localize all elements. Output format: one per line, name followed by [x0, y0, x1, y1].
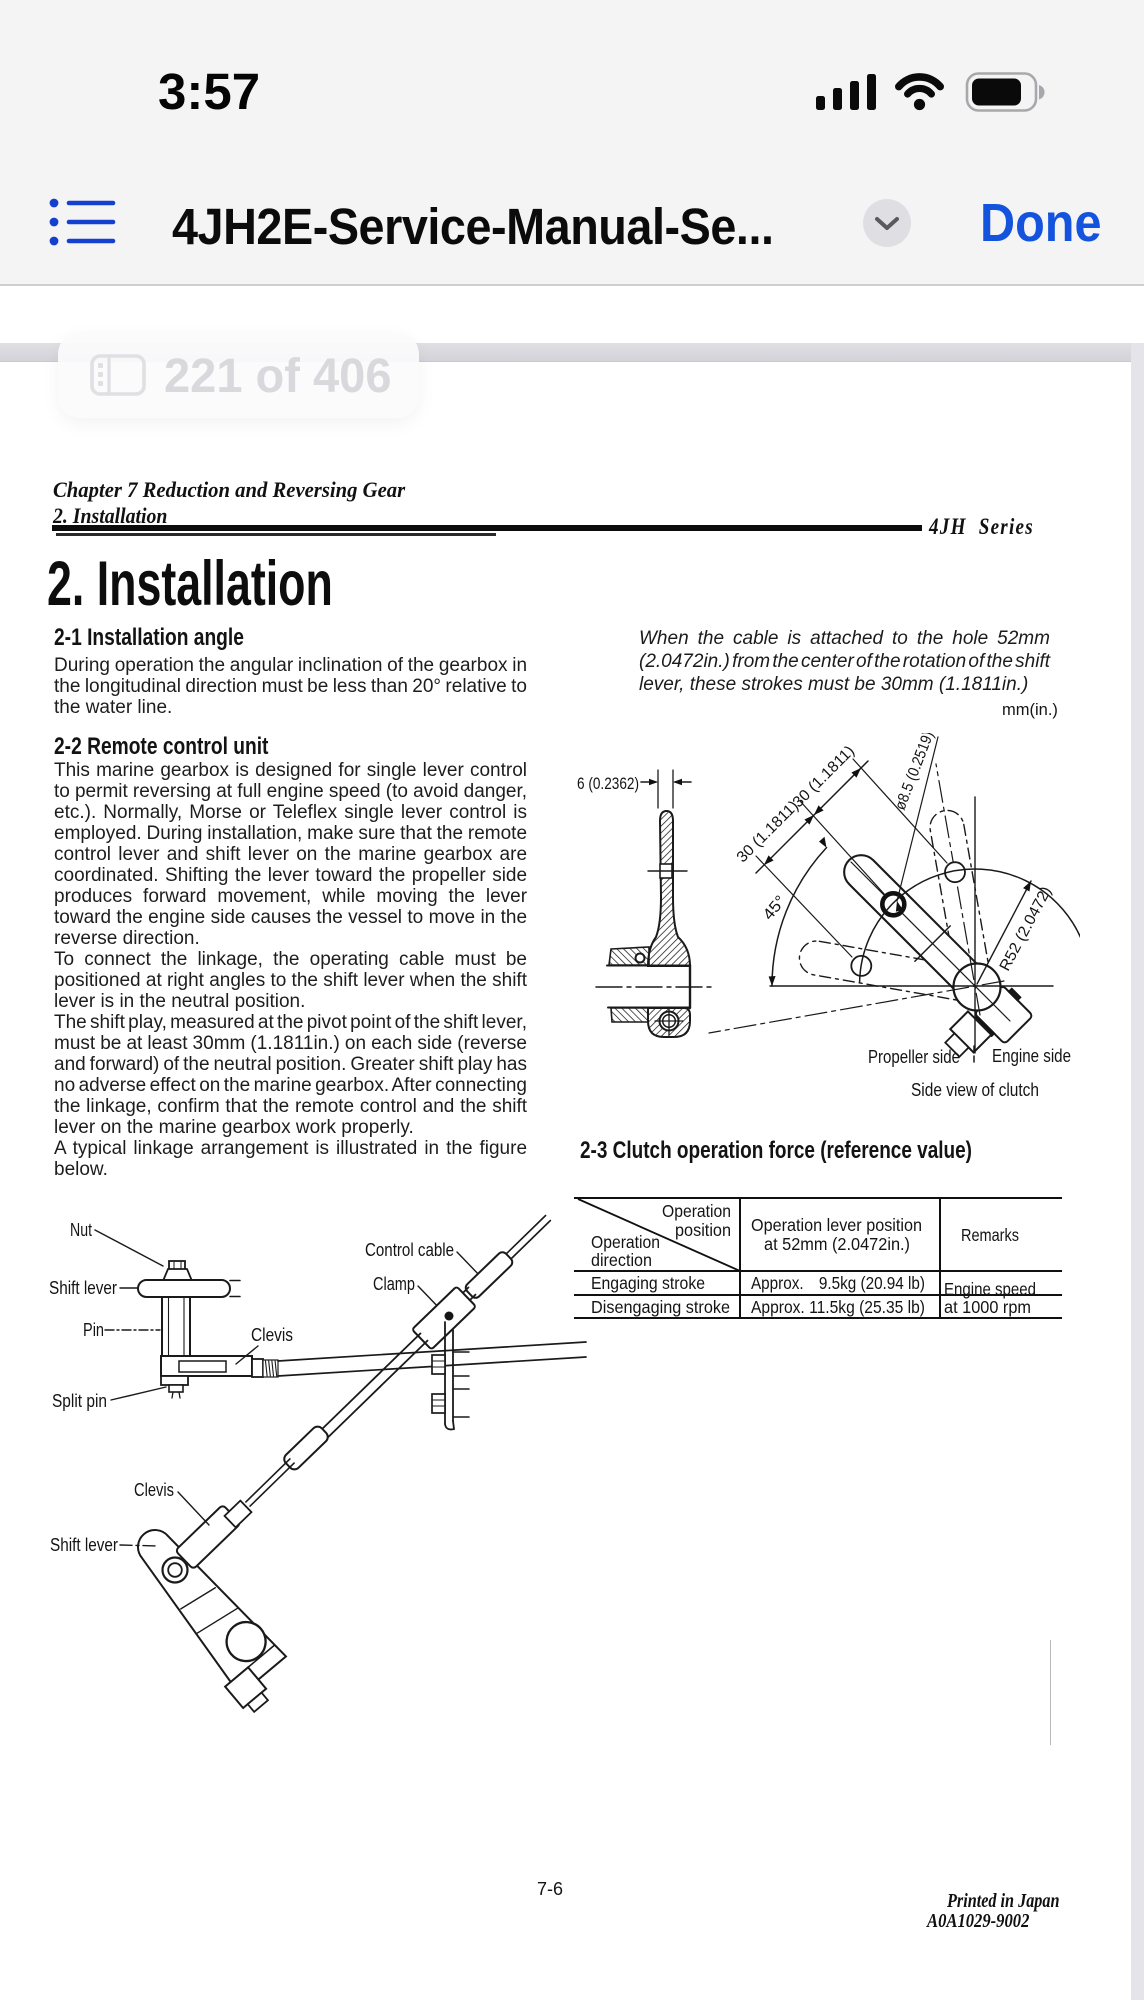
svg-text:30 (1.1811): 30 (1.1811): [734, 798, 803, 867]
svg-text:6 (0.2362): 6 (0.2362): [577, 775, 639, 793]
svg-text:Clevis: Clevis: [251, 1325, 293, 1345]
svg-text:Operation lever position: Operation lever position: [751, 1215, 922, 1235]
svg-text:Clevis: Clevis: [134, 1480, 174, 1500]
svg-text:Pin: Pin: [83, 1320, 104, 1340]
svg-text:Engaging stroke: Engaging stroke: [591, 1273, 705, 1293]
svg-text:Remarks: Remarks: [961, 1225, 1019, 1245]
svg-text:Control cable: Control cable: [365, 1240, 454, 1260]
svg-text:Split pin: Split pin: [52, 1391, 107, 1411]
svg-text:45°: 45°: [760, 893, 790, 924]
svg-text:Engine side: Engine side: [992, 1046, 1071, 1066]
svg-text:Shift lever: Shift lever: [49, 1278, 117, 1298]
svg-text:Clamp: Clamp: [373, 1274, 415, 1294]
svg-text:at 52mm (2.0472in.): at 52mm (2.0472in.): [764, 1234, 910, 1254]
svg-text:Shift lever: Shift lever: [50, 1535, 118, 1555]
svg-text:at 1000 rpm: at 1000 rpm: [944, 1297, 1031, 1317]
svg-text:position: position: [675, 1220, 731, 1240]
svg-text:Propeller side: Propeller side: [868, 1047, 960, 1067]
svg-text:Approx. 9.5kg (20.94 lb): Approx. 9.5kg (20.94 lb): [751, 1273, 925, 1293]
svg-text:Side view of clutch: Side view of clutch: [911, 1080, 1039, 1100]
svg-text:Disengaging stroke: Disengaging stroke: [591, 1297, 730, 1317]
svg-text:ø8.5 (0.2519): ø8.5 (0.2519): [892, 733, 938, 812]
svg-text:30 (1.1811): 30 (1.1811): [790, 743, 859, 812]
svg-text:Engine speed: Engine speed: [944, 1279, 1036, 1299]
svg-text:Approx. 11.5kg (25.35 lb): Approx. 11.5kg (25.35 lb): [751, 1297, 925, 1317]
svg-text:direction: direction: [591, 1250, 652, 1270]
svg-text:Nut: Nut: [70, 1220, 92, 1240]
svg-text:Operation: Operation: [662, 1201, 731, 1221]
svg-text:Operation: Operation: [591, 1232, 660, 1252]
